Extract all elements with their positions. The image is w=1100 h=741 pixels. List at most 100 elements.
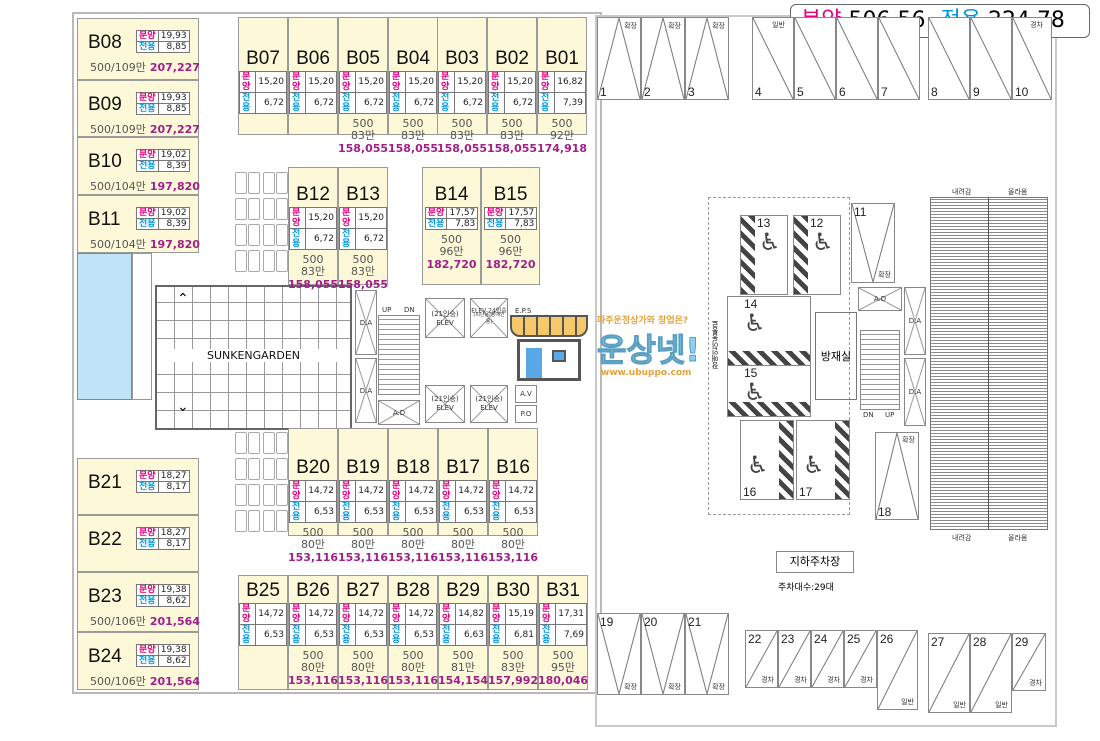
- jeonyong-value: 6,72: [405, 92, 437, 114]
- bunyang-label: 분양: [289, 207, 306, 229]
- spot-lines: [812, 631, 843, 687]
- seating-table: [263, 198, 275, 220]
- jeonyong-label: 전용: [136, 655, 159, 667]
- total-price: 174,918: [536, 142, 588, 155]
- accessible-parking-spot-16[interactable]: ♿16: [740, 420, 794, 500]
- duct-da: D.A: [904, 287, 926, 355]
- bunyang-value: 15,20: [405, 71, 437, 93]
- seating-table: [235, 510, 247, 532]
- jeonyong-label: 전용: [389, 624, 406, 646]
- accessible-parking-spot-13[interactable]: ♿13: [740, 215, 788, 295]
- parking-spot-8[interactable]: 8: [928, 17, 970, 100]
- jeonyong-label: 전용: [339, 228, 356, 250]
- accessible-parking-spot-14[interactable]: ♿14: [727, 296, 811, 366]
- accessible-parking-spot-12[interactable]: ♿12: [793, 215, 841, 295]
- parking-spot-7[interactable]: 7: [878, 17, 920, 100]
- spot-number: 7: [881, 85, 888, 99]
- accessible-parking-spot-15[interactable]: ♿15: [727, 365, 811, 417]
- seating-table: [235, 224, 247, 246]
- ramp-up-label: 올라옴: [1008, 534, 1028, 542]
- jeonyong-label: 전용: [136, 218, 159, 230]
- ramp-down-label: 내려감: [952, 188, 972, 196]
- spot-number: 1: [600, 85, 607, 99]
- parking-spot-6[interactable]: 6: [836, 17, 878, 100]
- parking-spot-9[interactable]: 9: [970, 17, 1012, 100]
- spot-number: 11: [854, 205, 867, 219]
- unit-name: B21: [88, 472, 122, 493]
- bunyang-label: 분양: [136, 470, 159, 482]
- total-price: 197,820: [149, 180, 200, 193]
- parking-spot-5[interactable]: 5: [794, 17, 836, 100]
- wheelchair-icon: ♿: [759, 228, 781, 256]
- jeonyong-value: 6,63: [455, 624, 487, 646]
- accessible-parking-spot-17[interactable]: ♿17: [796, 420, 850, 500]
- bunyang-label: 분양: [488, 71, 505, 93]
